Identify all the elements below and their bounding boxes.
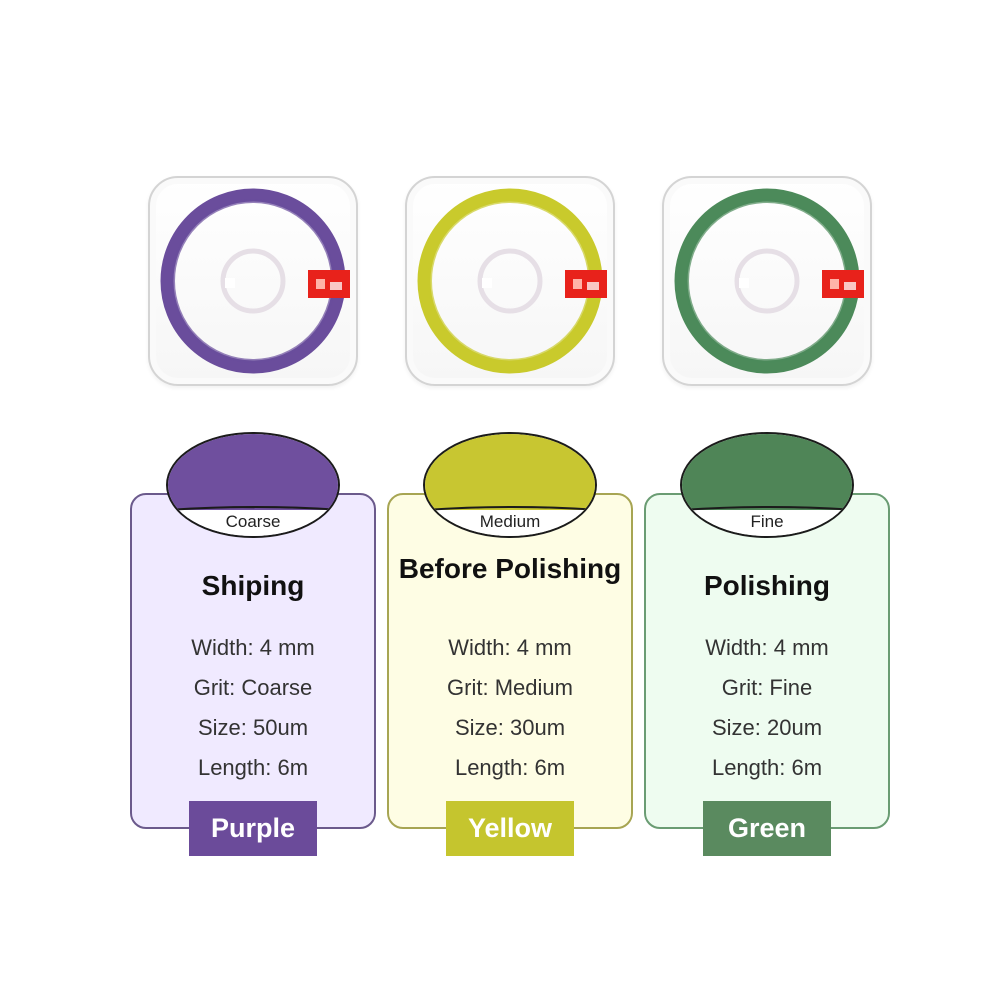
grit-label: Coarse (225, 512, 281, 531)
spec-width: Width: 4 mm (705, 635, 829, 660)
spec-card (130, 493, 376, 829)
spec-length: Length: 6m (197, 755, 309, 780)
tape-reel-image (405, 176, 615, 386)
spec-card (387, 493, 633, 829)
spec-grit: Grit: Coarse (193, 675, 313, 700)
use-title: Before Polishing (398, 553, 622, 584)
spec-size: Size: 20um (711, 715, 823, 740)
grit-label: Medium (479, 512, 541, 531)
spec-size: Size: 50um (197, 715, 309, 740)
use-title: Polishing (704, 570, 830, 601)
product-column-yellow: Medium Before Polishing Width: 4 mm Grit… (383, 0, 643, 1000)
spec-grit: Grit: Fine (721, 675, 813, 700)
grit-swatch: Medium (423, 432, 597, 538)
use-title: Shiping (201, 570, 305, 601)
spec-size: Size: 30um (454, 715, 566, 740)
color-tag: Green (703, 801, 831, 856)
tape-reel-image (662, 176, 872, 386)
spec-length: Length: 6m (454, 755, 566, 780)
product-column-purple: Coarse Shiping Width: 4 mm Grit: Coarse … (126, 0, 386, 1000)
color-tag: Yellow (446, 801, 574, 856)
spec-grit: Grit: Medium (447, 675, 573, 700)
product-column-green: Fine Polishing Width: 4 mm Grit: Fine Si… (640, 0, 900, 1000)
grit-swatch: Coarse (166, 432, 340, 538)
color-tag: Purple (189, 801, 317, 856)
tape-reel-image (148, 176, 358, 386)
spec-width: Width: 4 mm (191, 635, 315, 660)
grit-label: Fine (750, 512, 784, 531)
grit-swatch: Fine (680, 432, 854, 538)
spec-width: Width: 4 mm (448, 635, 572, 660)
spec-length: Length: 6m (711, 755, 823, 780)
